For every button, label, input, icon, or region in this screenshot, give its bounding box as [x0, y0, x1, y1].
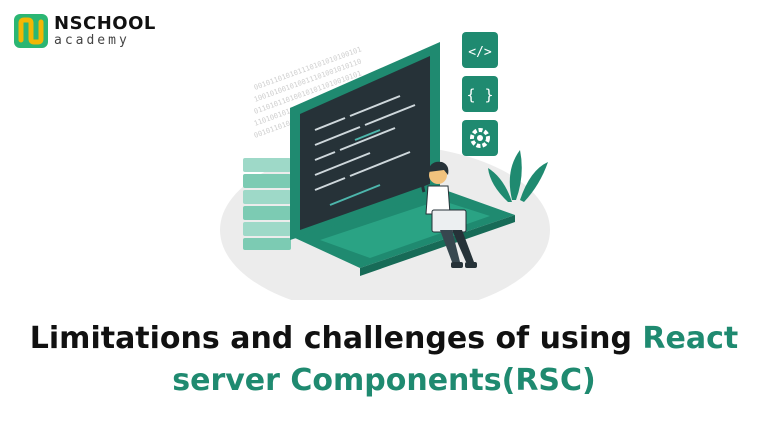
nschool-logo-icon [14, 14, 48, 48]
svg-text:</>: </> [468, 45, 492, 60]
brand-tagline: academy [54, 33, 130, 48]
developer-person [421, 161, 477, 268]
svg-text:{ }: { } [466, 86, 493, 104]
headline-line-1: Limitations and challenges of using Reac… [0, 318, 768, 360]
braces-icon: { } [462, 76, 498, 112]
headline-line-1-accent: React [642, 321, 739, 356]
headline-line-1-text: Limitations and challenges of using [29, 321, 643, 356]
code-tag-icon: </> [462, 32, 498, 68]
gear-icon [462, 120, 498, 156]
server-stack [243, 158, 291, 250]
brand-logo: NSCHOOL academy [14, 14, 156, 48]
page-headline: Limitations and challenges of using Reac… [0, 318, 768, 402]
plant [488, 150, 548, 202]
developer-illustration: 001011010101110101010100101 100101001010… [220, 32, 550, 300]
headline-line-2: server Components(RSC) [172, 363, 596, 398]
monitor [290, 42, 440, 240]
brand-name: NSCHOOL [54, 13, 156, 34]
